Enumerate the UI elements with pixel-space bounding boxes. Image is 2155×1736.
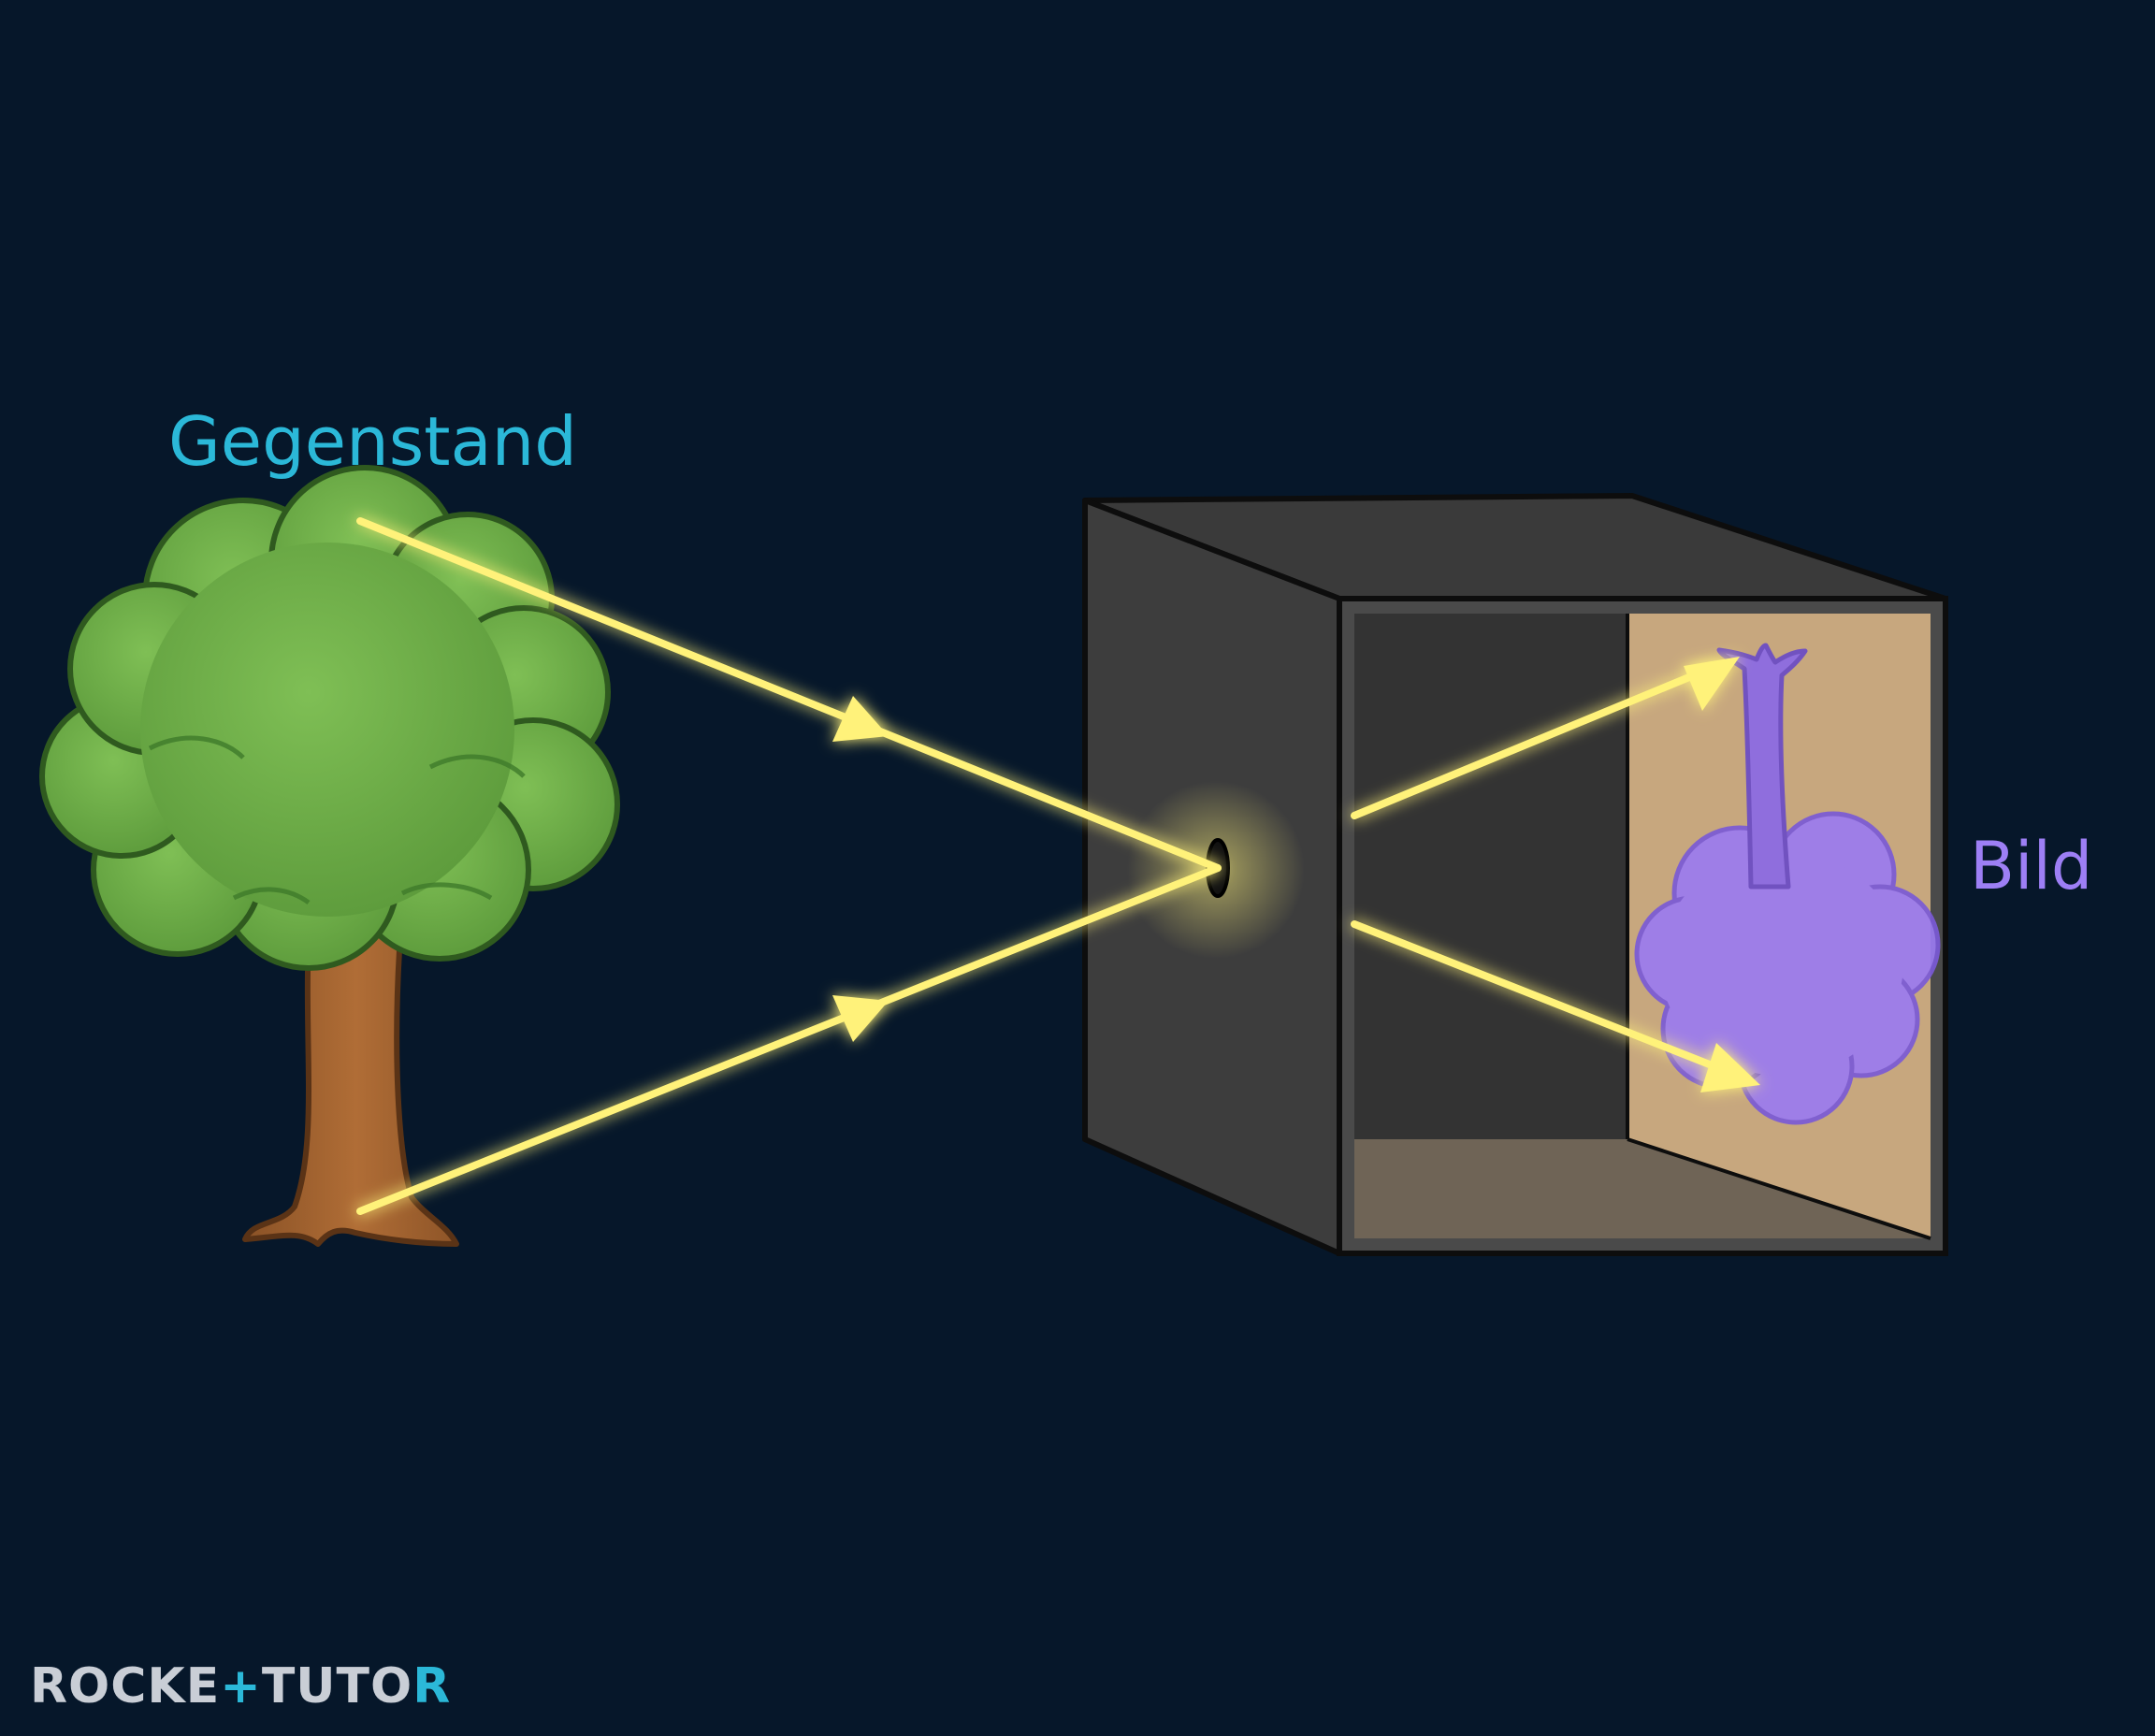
arrowhead-inside-top xyxy=(1684,657,1740,711)
tree-object xyxy=(39,465,620,1247)
tree-crown xyxy=(39,465,620,971)
arrowhead-top xyxy=(832,696,889,742)
logo-part-1: ROCKE xyxy=(30,1658,221,1714)
ray-top-incoming xyxy=(356,517,1222,872)
logo-accent-1: + xyxy=(220,1658,262,1714)
ray-arrowheads xyxy=(832,657,1760,1092)
arrowhead-inside-bottom xyxy=(1700,1043,1760,1092)
image-label: Bild xyxy=(1970,828,2093,904)
logo-accent-2: R xyxy=(412,1658,452,1714)
ray-bottom-incoming xyxy=(356,864,1222,1215)
brand-logo: ROCKE+TUTOR xyxy=(30,1658,451,1714)
box-floor xyxy=(1354,1139,1931,1238)
light-rays xyxy=(356,517,1742,1215)
logo-part-2: TUTO xyxy=(261,1658,413,1714)
object-label: Gegenstand xyxy=(168,402,577,481)
ray-top-inside xyxy=(1351,662,1720,819)
ray-bottom-inside xyxy=(1351,920,1742,1079)
arrowhead-bottom xyxy=(832,995,889,1042)
